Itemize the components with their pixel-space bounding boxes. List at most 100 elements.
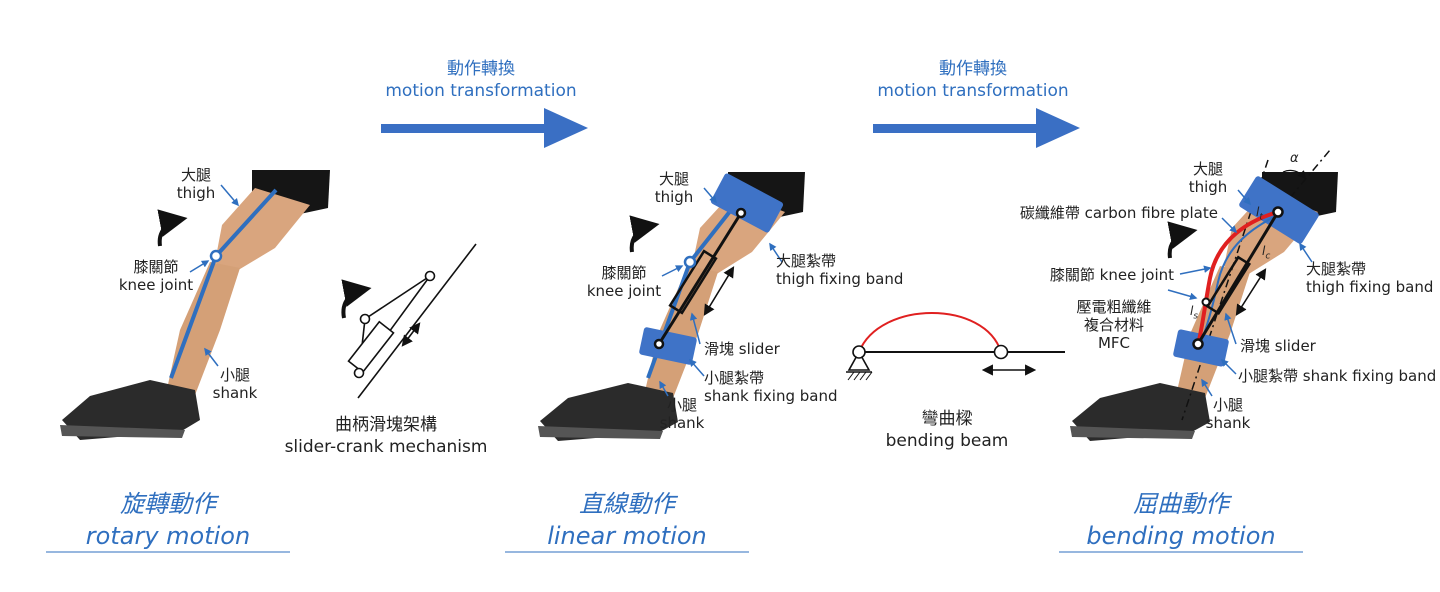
label-bending-beam: 彎曲樑 bending beam	[862, 408, 1032, 452]
pointer-thigh-bending	[1237, 189, 1251, 206]
title-rotary-en: rotary motion	[85, 522, 251, 550]
label-shank-linear-en: shank	[659, 414, 705, 432]
pointer-knee-bending	[1179, 265, 1212, 275]
label-thigh-linear: 大腿 thigh	[644, 170, 704, 206]
label-knee-bending: 膝關節 knee joint	[1049, 266, 1174, 284]
label-shank-bending-en: shank	[1205, 414, 1251, 432]
title-bending: 屈曲動作 bending motion	[1059, 488, 1303, 552]
title-rotary: 旋轉動作 rotary motion	[46, 488, 290, 552]
transform-arrow-1	[381, 108, 588, 148]
pointer-shank-band-linear	[689, 358, 705, 377]
label-ls-base: l	[1190, 304, 1194, 318]
label-shank-bending: 小腿 shank	[1198, 396, 1258, 432]
transform-caption-1: 動作轉換 motion transformation	[381, 58, 581, 102]
slider-crank-mechanism	[341, 243, 477, 399]
label-knee-rotary: 膝關節 knee joint	[106, 258, 206, 294]
label-thigh-band-linear-en: thigh fixing band	[776, 270, 904, 288]
label-shank-band-linear: 小腿紮帶 shank fixing band	[704, 369, 838, 405]
label-slider-linear: 滑塊 slider	[704, 340, 780, 358]
label-slider-bending: 滑塊 slider	[1240, 337, 1316, 355]
label-bending-beam-en: bending beam	[885, 431, 1009, 451]
title-rotary-zh: 旋轉動作	[120, 490, 216, 518]
transform-arrow-2	[873, 108, 1080, 148]
rotary-link-overlay	[169, 188, 278, 379]
transform-caption-2-zh: 動作轉換	[939, 59, 1007, 79]
pointer-shank-band-bending	[1220, 358, 1237, 375]
pointer-slider-linear	[689, 312, 701, 345]
bending-mechanism-overlay	[1167, 149, 1331, 421]
label-thigh-bending-zh: 大腿	[1192, 160, 1223, 178]
pointer-shank-linear	[659, 380, 669, 397]
transform-caption-2-en: motion transformation	[877, 81, 1069, 101]
label-lc: lc	[1262, 242, 1270, 265]
pointer-thigh-rotary	[220, 184, 239, 207]
label-knee-linear-zh: 膝關節	[601, 264, 647, 282]
label-shank-rotary: 小腿 shank	[205, 366, 265, 402]
bending-beam-schematic	[846, 312, 1065, 381]
label-thigh-rotary: 大腿 thigh	[166, 166, 226, 202]
label-knee-linear: 膝關節 knee joint	[574, 264, 674, 300]
title-linear: 直線動作 linear motion	[505, 488, 749, 552]
label-slider-crank-en: slider-crank mechanism	[284, 437, 488, 457]
label-thigh-band-bending: 大腿紮帶 thigh fixing band	[1306, 260, 1433, 296]
label-lt-base: l	[1256, 205, 1260, 219]
label-thigh-rotary-zh: 大腿	[180, 166, 211, 184]
label-mfc-bending: 壓電粗纖維 複合材料 MFC	[1062, 298, 1166, 352]
label-thigh-linear-en: thigh	[654, 188, 694, 206]
label-knee-rotary-en: knee joint	[118, 276, 194, 294]
label-lc-base: l	[1262, 244, 1266, 258]
label-shank-rotary-en: shank	[212, 384, 258, 402]
label-shank-band-linear-en: shank fixing band	[704, 387, 838, 405]
label-thigh-linear-zh: 大腿	[658, 170, 689, 188]
label-thigh-bending-en: thigh	[1188, 178, 1228, 196]
title-linear-en: linear motion	[547, 522, 707, 550]
label-thigh-rotary-en: thigh	[176, 184, 216, 202]
label-thigh-bending: 大腿 thigh	[1178, 160, 1238, 196]
pointer-knee-linear	[661, 265, 684, 277]
label-shank-linear: 小腿 shank	[652, 396, 712, 432]
label-shank-band-linear-zh: 小腿紮帶	[704, 369, 765, 387]
label-alpha: α	[1290, 151, 1299, 166]
pointer-mfc-bending	[1167, 289, 1198, 300]
label-slider-crank-zh: 曲柄滑塊架構	[335, 415, 437, 435]
label-shank-bending-zh: 小腿	[1212, 396, 1243, 414]
pointer-slider-bending	[1224, 312, 1237, 345]
pointer-shank-bending	[1201, 378, 1213, 397]
label-shank-rotary-zh: 小腿	[219, 366, 250, 384]
transform-caption-1-en: motion transformation	[385, 81, 577, 101]
label-lt-sub: t	[1259, 212, 1263, 223]
label-lt: lt	[1256, 203, 1263, 226]
label-mfc-bending-zh2: 複合材料	[1083, 316, 1144, 334]
label-slider-crank: 曲柄滑塊架構 slider-crank mechanism	[268, 414, 504, 458]
pointer-knee-rotary	[189, 260, 210, 273]
label-thigh-band-bending-zh: 大腿紮帶	[1306, 260, 1367, 278]
label-bending-beam-zh: 彎曲樑	[921, 409, 973, 429]
label-mfc-bending-en: MFC	[1097, 334, 1131, 352]
label-ls-sub: s	[1193, 311, 1199, 322]
label-shank-linear-zh: 小腿	[666, 396, 697, 414]
title-linear-zh: 直線動作	[579, 490, 675, 518]
label-knee-rotary-zh: 膝關節	[133, 258, 179, 276]
label-mfc-bending-zh1: 壓電粗纖維	[1076, 298, 1152, 316]
transform-caption-1-zh: 動作轉換	[447, 59, 515, 79]
linear-mechanism-overlay	[629, 173, 784, 379]
label-shank-band-bending: 小腿紮帶 shank fixing band	[1238, 367, 1437, 385]
pointer-carbon-bending	[1221, 217, 1238, 234]
label-carbon-bending: 碳纖維帶 carbon fibre plate	[1019, 204, 1218, 222]
pointer-thigh-band-linear	[769, 242, 783, 263]
transform-caption-2: 動作轉換 motion transformation	[873, 58, 1073, 102]
label-thigh-band-linear-zh: 大腿紮帶	[776, 252, 837, 270]
title-bending-zh: 屈曲動作	[1133, 490, 1229, 518]
title-bending-en: bending motion	[1086, 522, 1276, 550]
label-thigh-band-bending-en: thigh fixing band	[1306, 278, 1434, 296]
leg-illustration-rotary	[60, 170, 330, 440]
pointer-thigh-linear	[703, 187, 717, 204]
pointer-thigh-band-bending	[1299, 242, 1313, 263]
label-knee-linear-en: knee joint	[586, 282, 662, 300]
rotation-arrow-rotary	[157, 209, 188, 247]
pointer-shank-rotary	[204, 347, 219, 367]
label-thigh-band-linear: 大腿紮帶 thigh fixing band	[776, 252, 903, 288]
label-ls: ls	[1190, 302, 1198, 325]
